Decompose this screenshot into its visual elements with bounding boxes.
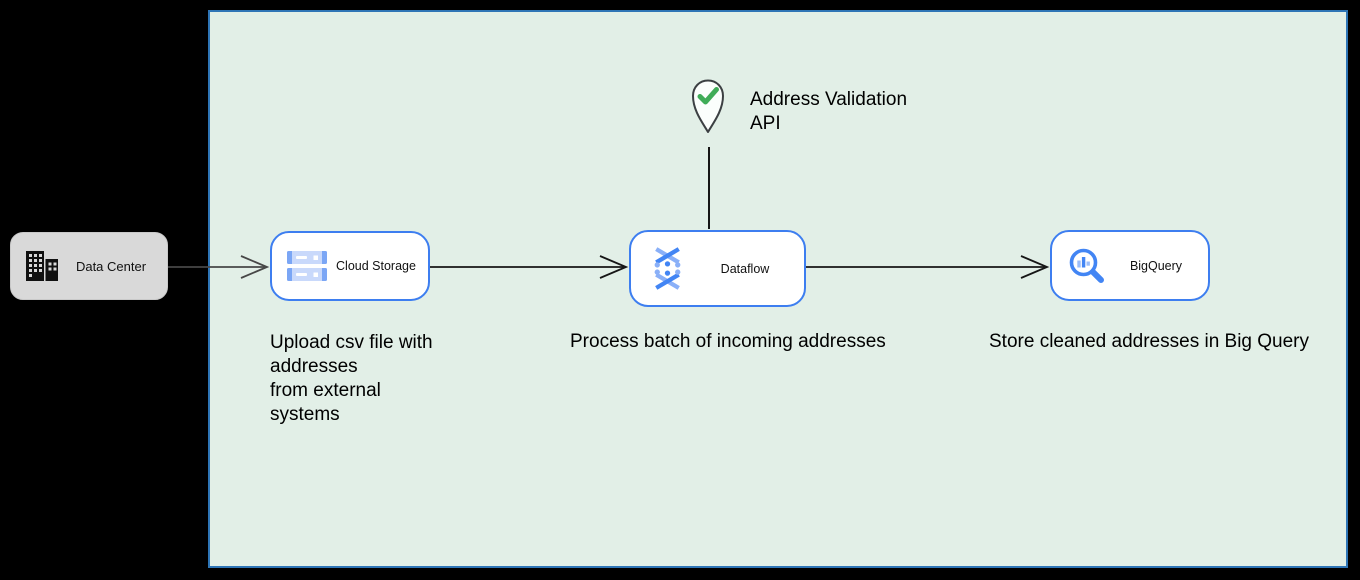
node-label-data-center: Data Center	[75, 258, 147, 274]
note-upload-csv: Upload csv file with addresses from exte…	[270, 332, 433, 425]
node-cloud-storage[interactable]: Cloud Storage	[270, 231, 430, 301]
node-label-bigquery: BigQuery	[1129, 258, 1183, 273]
node-label-cloud-storage: Cloud Storage	[336, 259, 416, 273]
node-data-center[interactable]: Data Center	[10, 232, 168, 300]
node-bigquery[interactable]: BigQuery	[1050, 230, 1210, 301]
map-pin-check-icon	[688, 78, 728, 136]
node-dataflow[interactable]: Dataflow	[629, 230, 806, 307]
note-store-cleaned: Store cleaned addresses in Big Query	[989, 331, 1310, 352]
node-label-dataflow: Dataflow	[720, 261, 770, 276]
api-marker-label: Address Validation API	[750, 89, 908, 134]
dataflow-icon	[654, 247, 681, 290]
building-icon	[26, 251, 58, 281]
bigquery-icon	[1069, 248, 1104, 283]
note-process-batch: Process batch of incoming addresses	[570, 331, 886, 352]
cloud-storage-icon	[287, 251, 327, 281]
